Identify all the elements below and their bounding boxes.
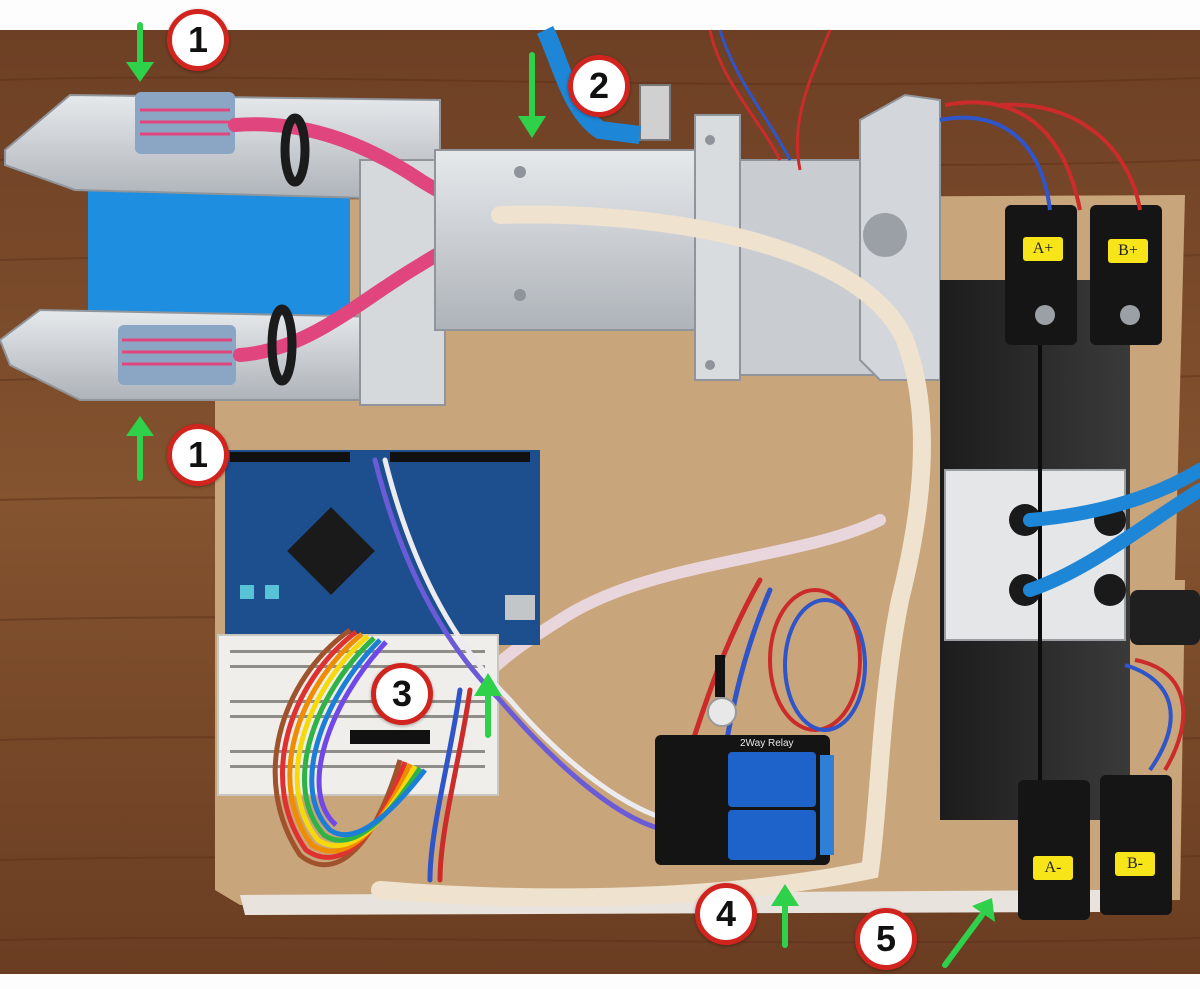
callout-1-bottom: 1 [167,424,229,486]
up-arrow-icon [474,673,502,738]
spiral-cable-wrap [371,205,931,907]
top-twisted-wires [708,29,832,171]
cable-ties [267,113,310,386]
board-screw [707,697,737,727]
callout-5: 5 [855,908,917,970]
rainbow-ribbon-cable [272,627,427,868]
diagonal-arrow-icon [942,898,995,968]
muffler [1130,590,1200,645]
callout-2: 2 [568,55,630,117]
air-fitting [639,84,671,141]
relay-terminals [820,755,834,855]
coil-bottom [1018,775,1172,920]
dev-board-chip [287,507,375,595]
valve-label-a-plus: A+ [1023,237,1063,261]
callout-4: 4 [695,883,757,945]
up-arrow-icon [771,884,799,948]
dev-board-headers [230,452,530,462]
spiral-cable-wrap-branch [464,514,886,696]
valve-label-a-minus: A- [1033,856,1073,880]
valve-air-hoses [1023,463,1200,597]
down-arrow-icon [126,22,154,82]
relay-silk-text: 2Way Relay [740,738,794,749]
down-arrow-icon [518,52,546,138]
actuator-screws [514,135,715,370]
actuator-body [434,149,736,331]
dev-board-buttons [240,585,279,599]
gripper-blue-pad [88,185,350,320]
actuator-mount-hole [863,213,907,257]
usb-connector [505,595,535,620]
gripper-top-sensor-wires [140,108,230,136]
coil-wires [939,100,1186,772]
valve-label-b-plus: B+ [1108,239,1148,263]
annotation-arrows [126,22,995,968]
gripper-bottom-sensor [118,325,236,385]
callout-3: 3 [371,663,433,725]
board-slot [715,655,725,697]
actuator-flange [694,114,741,381]
valve-label-b-minus: B- [1115,852,1155,876]
callout-1-top: 1 [167,9,229,71]
gripper-bottom-sensor-wires [122,338,232,366]
ribbon-connector [350,730,430,744]
loop-wires [768,588,867,732]
up-arrow-icon [126,416,154,481]
relay-2 [728,810,816,860]
relay-1 [728,752,816,807]
